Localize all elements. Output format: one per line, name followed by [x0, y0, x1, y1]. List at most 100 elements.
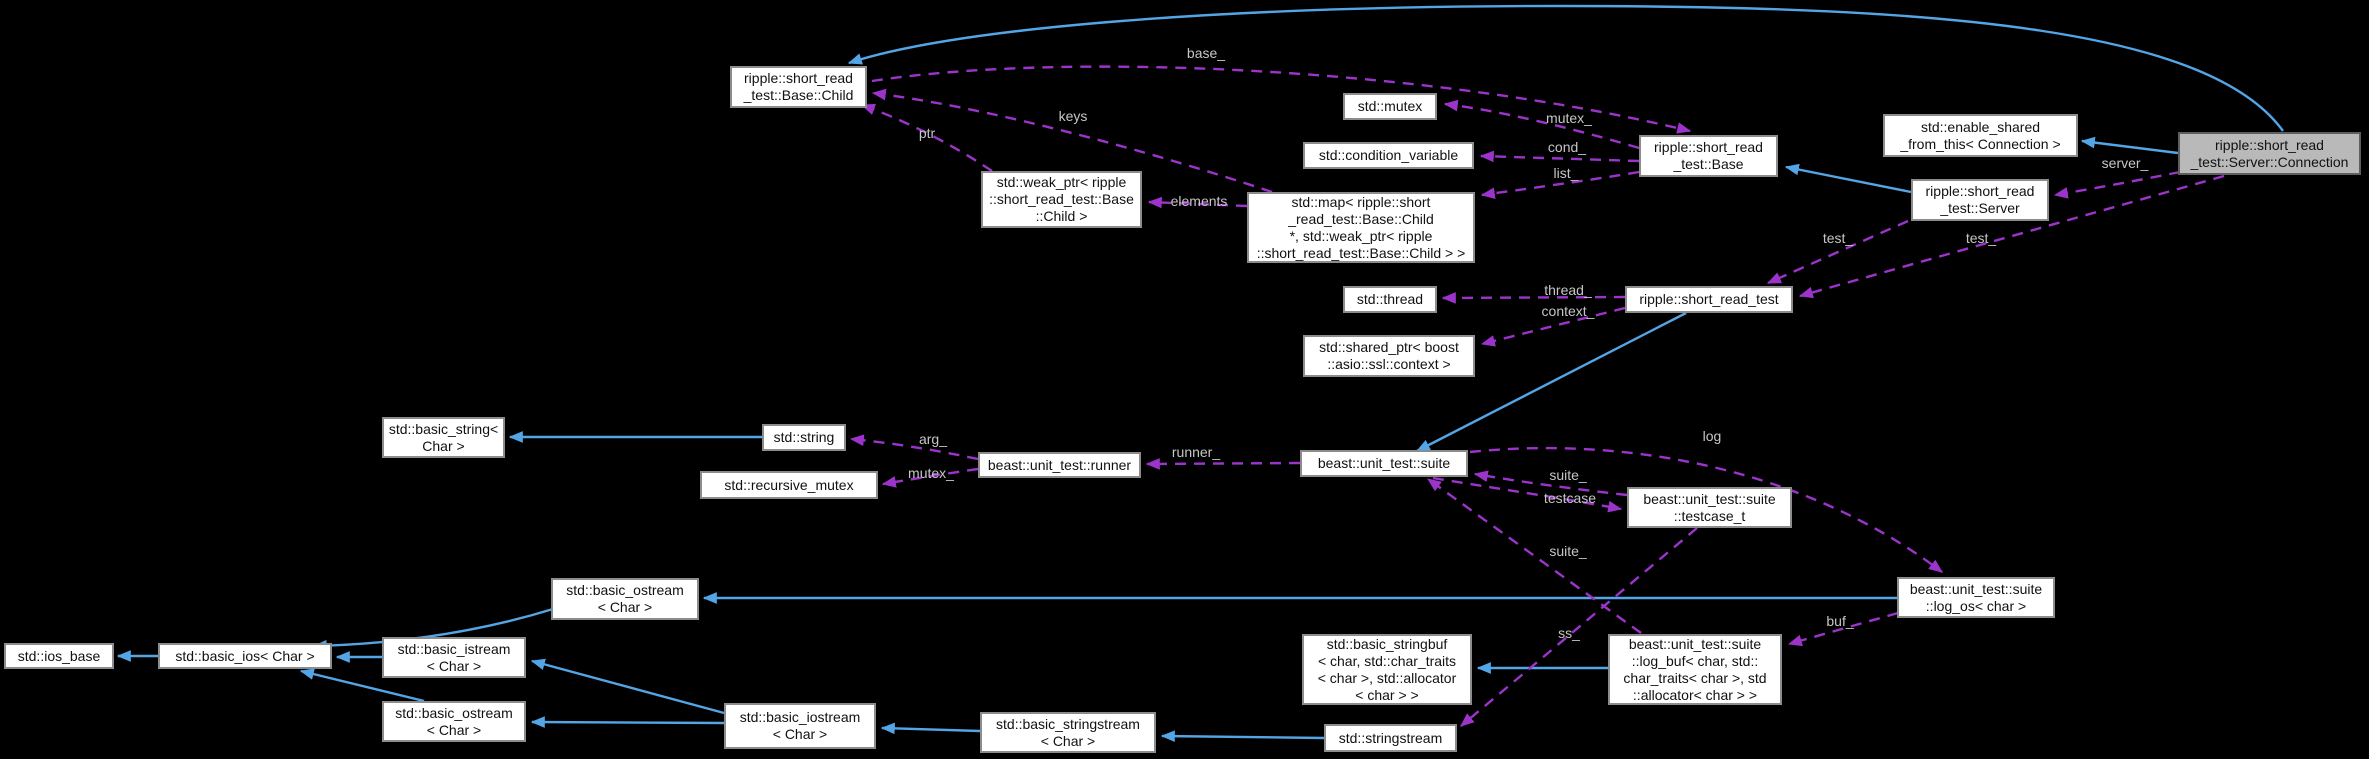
node-line: < char >, std::allocator: [1317, 669, 1457, 686]
edge-testcase-t-to-suite: [1473, 470, 1628, 497]
node-basic-stringstream[interactable]: std::basic_stringstream< Char >: [980, 712, 1156, 753]
edge-suite-to-runner: [1145, 458, 1301, 470]
edge-label-test: test_: [1965, 230, 1997, 246]
edge-basic-iostream-to-basic-istream: [530, 658, 725, 715]
node-log-os[interactable]: beast::unit_test::suite::log_os< char >: [1897, 577, 2055, 618]
node-line: _test::Base::Child: [743, 87, 854, 103]
edge-basic-stringstream-to-basic-iostream: [880, 722, 981, 735]
node-basic-ostream-upper[interactable]: std::basic_ostream< Char >: [551, 578, 699, 620]
node-line: _test::Base: [1673, 156, 1744, 172]
edge-runner-to-string: [849, 434, 979, 461]
node-testcase-t[interactable]: beast::unit_test::suite::testcase_t: [1627, 487, 1792, 528]
node-basic-stringbuf[interactable]: std::basic_stringbuf< char, std::char_tr…: [1302, 634, 1472, 705]
edge-server-to-short-read-test: [1766, 219, 1909, 285]
edge-short-read-test-to-thread: [1441, 292, 1626, 304]
node-line: std::basic_ios< Char >: [175, 647, 315, 664]
edge-label-suite: suite_: [1549, 543, 1587, 559]
node-server-connection[interactable]: ripple::short_read_test::Server::Connect…: [2178, 132, 2361, 175]
node-line: std::map< ripple::short: [1291, 193, 1431, 210]
node-string[interactable]: std::string: [762, 424, 846, 451]
node-line: *, std::weak_ptr< ripple: [1289, 227, 1433, 244]
node-line: std::basic_ostream: [395, 704, 513, 721]
node-line: < Char >: [772, 726, 828, 742]
node-line: std::stringstream: [1338, 729, 1443, 746]
node-line: std::mutex: [1357, 98, 1423, 114]
edge-label-ss: ss_: [1558, 625, 1580, 641]
node-condition-variable[interactable]: std::condition_variable: [1303, 142, 1474, 169]
node-line: < char, std::char_traits: [1317, 652, 1457, 669]
node-line: _test::Server: [1940, 200, 2020, 216]
node-mutex[interactable]: std::mutex: [1343, 93, 1437, 120]
node-basic-string[interactable]: std::basic_string<Char >: [382, 417, 505, 458]
node-line: std::basic_string<: [388, 420, 499, 437]
node-suite[interactable]: beast::unit_test::suite: [1300, 450, 1468, 477]
node-line: _read_test::Base::Child: [1288, 210, 1434, 227]
edge-suite-to-testcase-t: [1432, 476, 1623, 513]
node-line: std::basic_stringbuf: [1326, 635, 1448, 652]
node-line: std::recursive_mutex: [724, 476, 854, 493]
edge-basic-ostream-lower-to-basic-ios: [299, 668, 425, 703]
node-line: ::log_buf< char, std::: [1631, 652, 1759, 669]
node-line: Char >: [422, 437, 465, 454]
edge-label-mutex: mutex_: [908, 465, 954, 481]
edge-server-connection-to-server: [2053, 170, 2181, 199]
node-recursive-mutex[interactable]: std::recursive_mutex: [700, 471, 878, 499]
edge-runner-to-recursive-mutex: [881, 467, 979, 488]
edge-short-read-test-to-suite: [1415, 311, 1687, 453]
node-weak-ptr-child[interactable]: std::weak_ptr< ripple::short_read_test::…: [981, 171, 1142, 228]
node-basic-ostream-lower[interactable]: std::basic_ostream< Char >: [382, 701, 526, 742]
node-basic-iostream[interactable]: std::basic_iostream< Char >: [724, 703, 876, 749]
node-basic-ios[interactable]: std::basic_ios< Char >: [158, 643, 332, 669]
edge-label-arg: arg_: [918, 431, 948, 447]
edge-label-buf: buf_: [1826, 613, 1854, 629]
node-line: ::allocator< char > >: [1632, 686, 1758, 703]
node-line: char_traits< char >, std: [1623, 669, 1767, 686]
node-line: ::log_os< char >: [1925, 597, 2027, 614]
node-line: std::string: [773, 429, 835, 445]
node-stringstream[interactable]: std::stringstream: [1324, 724, 1457, 752]
node-line: std::basic_iostream: [739, 709, 861, 725]
node-line: ripple::short_read: [2215, 136, 2324, 153]
node-thread[interactable]: std::thread: [1343, 286, 1437, 313]
node-ios-base[interactable]: std::ios_base: [4, 643, 114, 669]
node-enable-shared-from-this[interactable]: std::enable_shared_from_this< Connection…: [1883, 114, 2078, 157]
edge-map-child-weak-ptr-to-weak-ptr-child: [1147, 196, 1248, 209]
node-base-child[interactable]: ripple::short_read_test::Base::Child: [730, 66, 867, 108]
node-basic-istream[interactable]: std::basic_istream< Char >: [382, 637, 526, 678]
edge-basic-ostream-upper-to-basic-ios: [312, 607, 554, 652]
edge-short-read-test-to-shared-ptr-ssl-context: [1480, 306, 1626, 347]
node-line: ::testcase_t: [1673, 507, 1746, 524]
node-line: < Char >: [426, 657, 482, 674]
edge-label-mutex: mutex_: [1546, 110, 1592, 126]
node-line: beast::unit_test::suite: [1643, 490, 1776, 507]
node-line: < Char >: [597, 599, 653, 615]
node-shared-ptr-ssl-context[interactable]: std::shared_ptr< boost::asio::ssl::conte…: [1303, 335, 1475, 377]
edge-label-keys: keys: [1058, 108, 1088, 124]
node-map-child-weak-ptr[interactable]: std::map< ripple::short_read_test::Base:…: [1247, 192, 1475, 263]
edge-server-to-base: [1784, 163, 1912, 194]
edge-label-ptr: ptr: [918, 125, 936, 141]
node-line: _from_this< Connection >: [1900, 135, 2061, 152]
node-server[interactable]: ripple::short_read_test::Server: [1911, 179, 2049, 221]
edge-label-context: context_: [1541, 303, 1595, 319]
node-runner[interactable]: beast::unit_test::runner: [978, 452, 1141, 478]
node-line: std::shared_ptr< boost: [1319, 339, 1459, 355]
node-line: std::enable_shared: [1920, 118, 2041, 135]
edge-stringstream-to-basic-stringstream: [1160, 730, 1325, 742]
node-log-buf[interactable]: beast::unit_test::suite::log_buf< char, …: [1608, 634, 1782, 705]
node-short-read-test[interactable]: ripple::short_read_test: [1625, 286, 1793, 313]
edge-label-list: list_: [1553, 165, 1579, 181]
node-line: beast::unit_test::suite: [1909, 580, 2043, 597]
node-line: ripple::short_read: [1654, 139, 1763, 155]
node-line: _test::Server::Connection: [2190, 153, 2349, 170]
node-line: ripple::short_read: [1925, 183, 2035, 199]
edge-server-connection-to-base-child: [847, 4, 2284, 132]
node-line: < char > >: [1355, 686, 1419, 703]
edge-label-testcase: testcase: [1543, 490, 1597, 506]
edge-base-to-mutex: [1443, 99, 1640, 150]
edge-label-suite: suite_: [1549, 467, 1587, 483]
edge-server-connection-to-short-read-test: [1798, 174, 2225, 299]
node-base[interactable]: ripple::short_read_test::Base: [1639, 135, 1778, 177]
